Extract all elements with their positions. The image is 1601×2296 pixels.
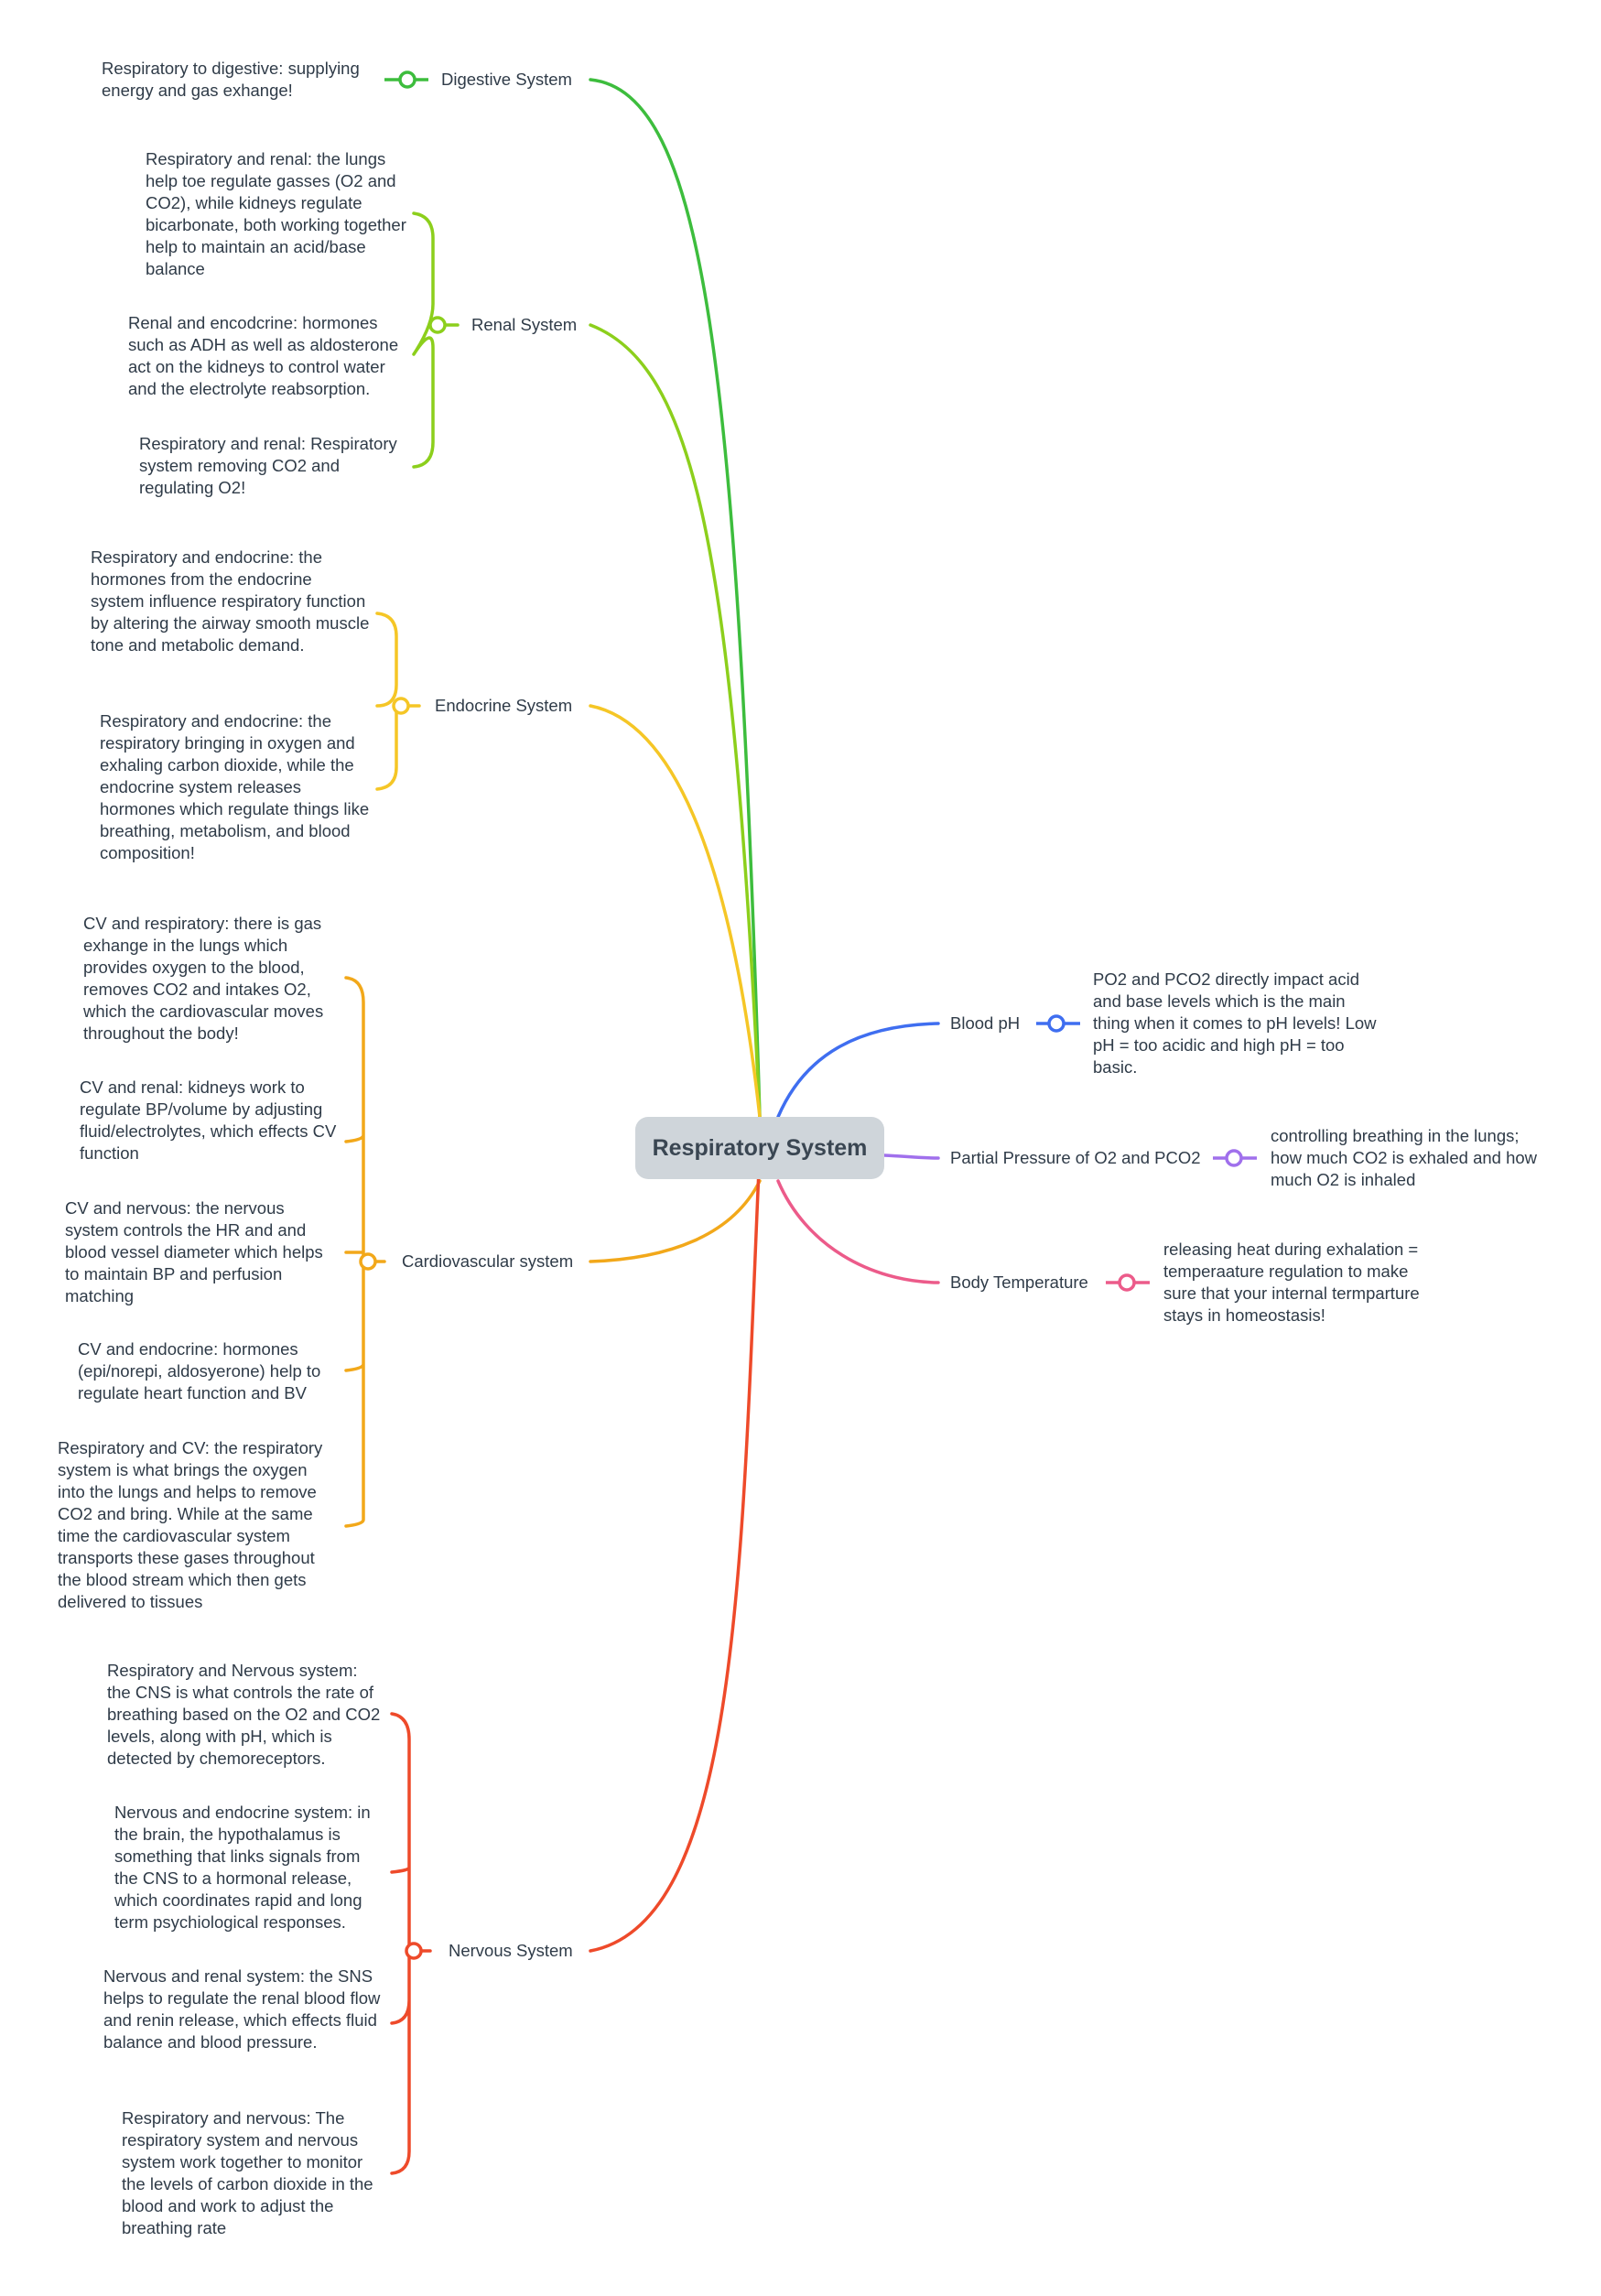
branch-cardiovascular-system[interactable]: Cardiovascular system	[402, 1251, 574, 1271]
link-digestive	[589, 78, 762, 1119]
note-partial-pressure[interactable]: controlling breathing in the lungs; how …	[1271, 1126, 1538, 1189]
note-cardio-5[interactable]: Respiratory and CV: the respiratory syst…	[58, 1438, 323, 1611]
branch-digestive-system[interactable]: Digestive System	[441, 70, 572, 89]
root-topic[interactable]: Respiratory System	[635, 1117, 884, 1179]
bracket-renal	[412, 211, 460, 469]
collapse-toggle-cardio[interactable]	[359, 1252, 377, 1271]
note-cardio-2[interactable]: CV and renal: kidneys work to regulate B…	[80, 1078, 337, 1163]
note-renal-3[interactable]: Respiratory and renal: Respiratory syste…	[139, 434, 397, 497]
note-cardio-3[interactable]: CV and nervous: the nervous system contr…	[65, 1198, 323, 1305]
note-renal-2[interactable]: Renal and encodcrine: hormones such as A…	[128, 313, 399, 398]
note-nervous-2[interactable]: Nervous and endocrine system: in the bra…	[114, 1803, 371, 1932]
note-blood-ph[interactable]: PO2 and PCO2 directly impact acid and ba…	[1093, 969, 1377, 1077]
bracket-cardio	[344, 976, 386, 1528]
branch-partial-pressure[interactable]: Partial Pressure of O2 and PCO2	[950, 1148, 1201, 1167]
branch-renal-system[interactable]: Renal System	[471, 315, 578, 334]
link-ph	[776, 1022, 940, 1119]
link-temp	[776, 1179, 940, 1284]
collapse-toggle-pressure[interactable]	[1225, 1149, 1243, 1167]
collapse-toggle-nervous[interactable]	[405, 1942, 423, 1960]
note-cardio-4[interactable]: CV and endocrine: hormones (epi/norepi, …	[78, 1339, 321, 1403]
collapse-toggle-endocrine[interactable]	[392, 697, 410, 715]
collapse-toggle-temp[interactable]	[1118, 1273, 1136, 1292]
note-nervous-3[interactable]: Nervous and renal system: the SNS helps …	[103, 1966, 381, 2052]
branch-body-temperature[interactable]: Body Temperature	[950, 1273, 1088, 1292]
link-pressure	[882, 1153, 940, 1160]
collapse-toggle-digestive[interactable]	[398, 70, 416, 89]
note-nervous-1[interactable]: Respiratory and Nervous system: the CNS …	[107, 1661, 381, 1768]
note-endocrine-1[interactable]: Respiratory and endocrine: the hormones …	[91, 547, 370, 655]
note-endocrine-2[interactable]: Respiratory and endocrine: the respirato…	[100, 711, 370, 862]
link-cardio	[589, 1179, 762, 1263]
note-nervous-4[interactable]: Respiratory and nervous: The respiratory…	[122, 2108, 373, 2237]
note-digestive-1[interactable]: Respiratory to digestive: supplying ener…	[102, 59, 360, 100]
link-renal	[589, 323, 762, 1119]
note-body-temperature[interactable]: releasing heat during exhalation = tempe…	[1163, 1240, 1420, 1325]
branch-nervous-system[interactable]: Nervous System	[449, 1941, 573, 1960]
collapse-toggle-ph[interactable]	[1047, 1014, 1066, 1033]
note-cardio-1[interactable]: CV and respiratory: there is gas exhange…	[83, 914, 324, 1043]
branch-blood-ph[interactable]: Blood pH	[950, 1013, 1021, 1033]
link-endocrine	[589, 704, 762, 1119]
link-nervous	[589, 1147, 762, 1953]
branch-endocrine-system[interactable]: Endocrine System	[435, 696, 573, 715]
note-renal-1[interactable]: Respiratory and renal: the lungs help to…	[146, 149, 406, 278]
collapse-toggle-renal[interactable]	[428, 316, 447, 334]
